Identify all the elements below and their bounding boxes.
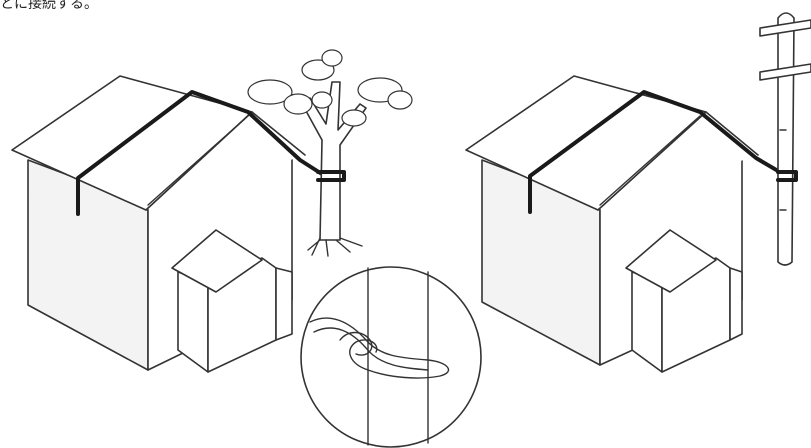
utility-pole <box>760 13 811 265</box>
house-left <box>12 76 325 372</box>
knot-detail-circle <box>301 267 481 447</box>
knot-detail <box>301 267 481 447</box>
house-right <box>466 76 790 372</box>
pole-shaft <box>778 13 794 265</box>
